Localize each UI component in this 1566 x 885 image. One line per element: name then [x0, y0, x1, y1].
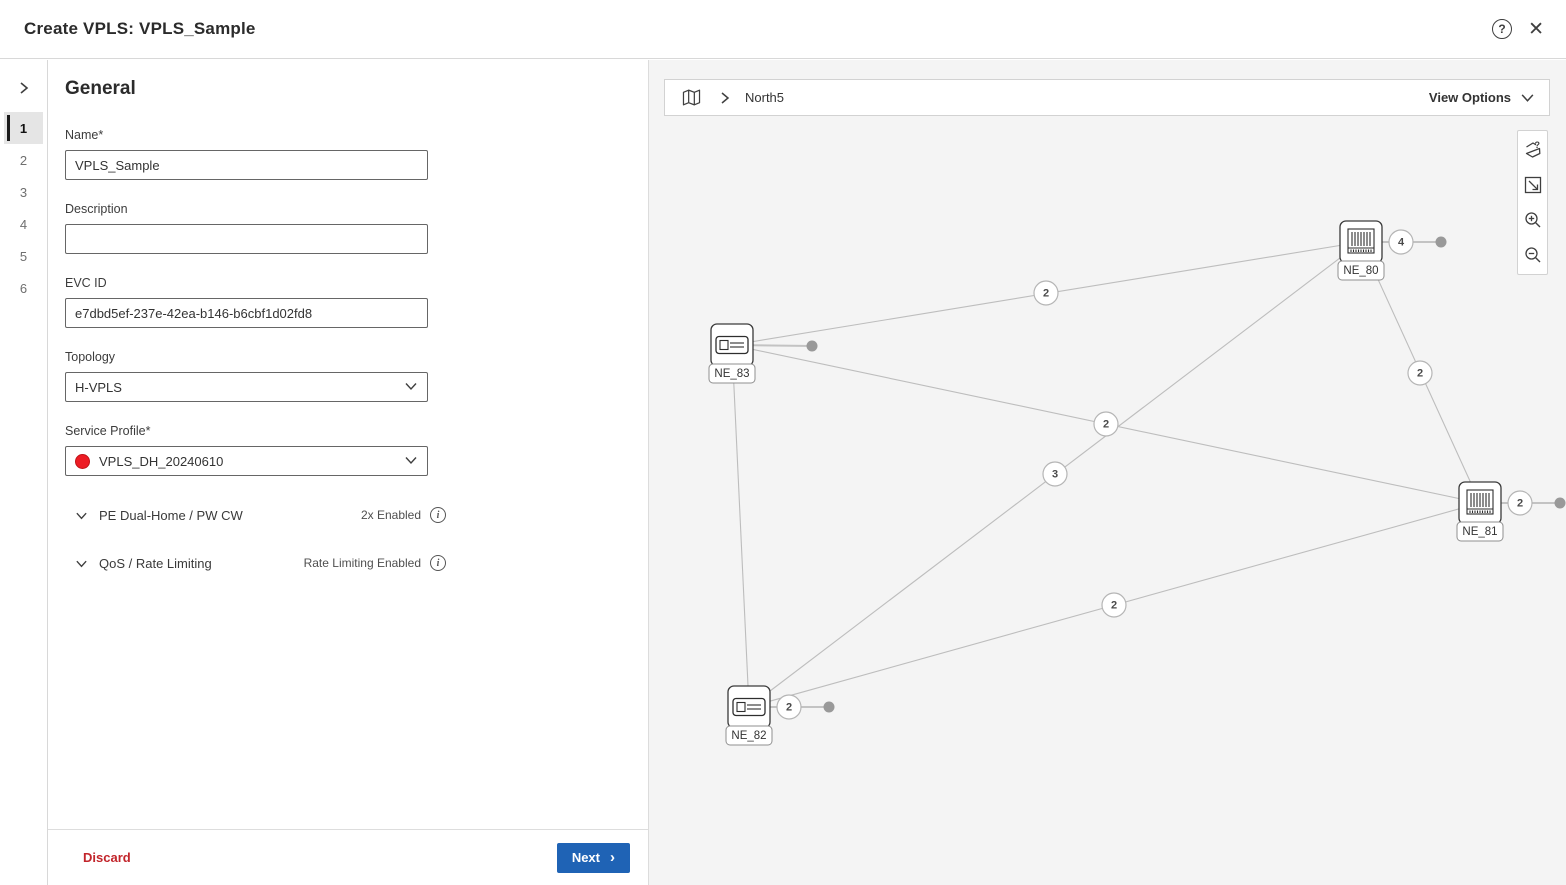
svg-text:NE_83: NE_83: [714, 368, 749, 380]
link-count-badge[interactable]: 2: [1033, 280, 1059, 306]
info-icon[interactable]: i: [430, 555, 446, 571]
step-3[interactable]: 3: [19, 184, 28, 200]
endpoint-dot[interactable]: [1435, 236, 1447, 248]
router-chassis-icon: [1466, 489, 1494, 515]
node-label: NE_80: [1337, 260, 1385, 281]
name-label: Name*: [65, 128, 104, 142]
map-node-NE_82[interactable]: [727, 685, 771, 729]
topology-select[interactable]: H-VPLS: [65, 372, 428, 402]
breadcrumb-region[interactable]: North5: [745, 90, 785, 105]
router-chassis-icon: [1347, 228, 1375, 254]
pe-dual-home-section[interactable]: PE Dual-Home / PW CW 2x Enabled i: [73, 498, 446, 532]
unmapped-region-icon[interactable]: ?: [1522, 139, 1544, 161]
map-toolbar: ?: [1517, 130, 1548, 275]
service-profile-select[interactable]: VPLS_DH_20240610: [65, 446, 428, 476]
map-node-NE_81[interactable]: [1458, 481, 1502, 525]
svg-text:3: 3: [1052, 469, 1058, 481]
link-count-badge[interactable]: 2: [1407, 360, 1433, 386]
link-count-badge[interactable]: 3: [1042, 461, 1068, 487]
topology-value: H-VPLS: [75, 379, 122, 395]
svg-text:NE_81: NE_81: [1462, 526, 1497, 538]
svg-text:NE_80: NE_80: [1343, 265, 1378, 277]
svg-text:2: 2: [1517, 498, 1523, 510]
link-count-badge[interactable]: 2: [1101, 592, 1127, 618]
svg-text:2: 2: [1043, 288, 1049, 300]
svg-text:2: 2: [1111, 600, 1117, 612]
service-profile-label: Service Profile*: [65, 424, 151, 438]
step-4[interactable]: 4: [19, 216, 28, 232]
svg-text:4: 4: [1398, 237, 1405, 249]
qos-rate-limiting-section[interactable]: QoS / Rate Limiting Rate Limiting Enable…: [73, 546, 446, 580]
chevron-down-icon: [73, 507, 89, 523]
step-5[interactable]: 5: [19, 248, 28, 264]
stepper-rail: 1 2 3 4 5 6: [0, 60, 48, 885]
switch-device-icon: [715, 335, 749, 355]
window-titlebar: Create VPLS: VPLS_Sample ? ✕: [0, 0, 1566, 59]
zoom-out-icon[interactable]: [1522, 244, 1544, 266]
link-count-badge[interactable]: 4: [1388, 229, 1414, 255]
chevron-right-icon: [19, 82, 28, 94]
pe-dual-home-label: PE Dual-Home / PW CW: [99, 507, 243, 523]
endpoint-dot[interactable]: [823, 701, 835, 713]
link-count-badge[interactable]: 2: [1507, 490, 1533, 516]
general-form-panel: General Name* Description EVC ID Topolog…: [48, 60, 649, 885]
discard-button[interactable]: Discard: [83, 850, 131, 865]
description-input[interactable]: [65, 224, 428, 254]
chevron-down-icon: [404, 453, 418, 470]
service-profile-value: VPLS_DH_20240610: [99, 453, 224, 469]
switch-device-icon: [732, 697, 766, 717]
view-options-label: View Options: [1428, 90, 1511, 105]
section-title: General: [65, 78, 136, 99]
svg-text:2: 2: [1103, 419, 1109, 431]
chevron-down-icon: [73, 555, 89, 571]
stepper: 1 2 3 4 5 6: [0, 112, 47, 304]
chevron-right-icon: ›: [610, 849, 615, 866]
step-6[interactable]: 6: [19, 280, 28, 296]
breadcrumb-chevron-icon: [718, 91, 732, 105]
map-node-NE_83[interactable]: [710, 323, 754, 367]
name-input[interactable]: [65, 150, 428, 180]
description-label: Description: [65, 202, 128, 216]
next-button-label: Next: [571, 850, 600, 865]
page-title: Create VPLS: VPLS_Sample: [24, 19, 256, 38]
info-icon[interactable]: i: [430, 507, 446, 523]
form-footer: Discard Next ›: [48, 829, 648, 885]
node-label: NE_81: [1456, 521, 1504, 542]
map-node-NE_80[interactable]: [1339, 220, 1383, 264]
svg-text:NE_82: NE_82: [731, 730, 766, 742]
evc-id-input[interactable]: [65, 298, 428, 328]
qos-status: Rate Limiting Enabled: [303, 556, 421, 570]
chevron-down-icon: [404, 379, 418, 396]
step-2[interactable]: 2: [19, 152, 28, 168]
map-link: [731, 344, 750, 708]
endpoint-dot[interactable]: [1554, 497, 1566, 509]
qos-label: QoS / Rate Limiting: [99, 555, 212, 571]
map-icon[interactable]: [682, 89, 701, 106]
map-header: North5 View Options: [664, 79, 1550, 116]
node-label: NE_82: [725, 725, 773, 746]
profile-status-icon: [75, 453, 90, 469]
next-button[interactable]: Next ›: [556, 842, 630, 873]
zoom-in-icon[interactable]: [1522, 209, 1544, 231]
expand-stepper-button[interactable]: [14, 78, 34, 98]
node-label: NE_83: [708, 363, 756, 384]
link-count-badge[interactable]: 2: [776, 694, 802, 720]
close-icon[interactable]: ✕: [1528, 18, 1544, 40]
link-count-badge[interactable]: 2: [1093, 411, 1119, 437]
endpoint-dot[interactable]: [806, 340, 818, 352]
help-icon[interactable]: ?: [1492, 19, 1513, 39]
chevron-down-icon: [1521, 94, 1534, 102]
svg-text:2: 2: [1417, 368, 1423, 380]
svg-text:2: 2: [786, 702, 792, 714]
topology-label: Topology: [65, 350, 116, 364]
svg-text:?: ?: [1534, 140, 1540, 150]
fit-to-screen-icon[interactable]: [1522, 174, 1544, 196]
view-options-button[interactable]: View Options: [1429, 90, 1535, 105]
step-1[interactable]: 1: [4, 112, 43, 144]
evc-id-label: EVC ID: [65, 276, 107, 290]
pe-dual-home-status: 2x Enabled: [360, 508, 421, 522]
